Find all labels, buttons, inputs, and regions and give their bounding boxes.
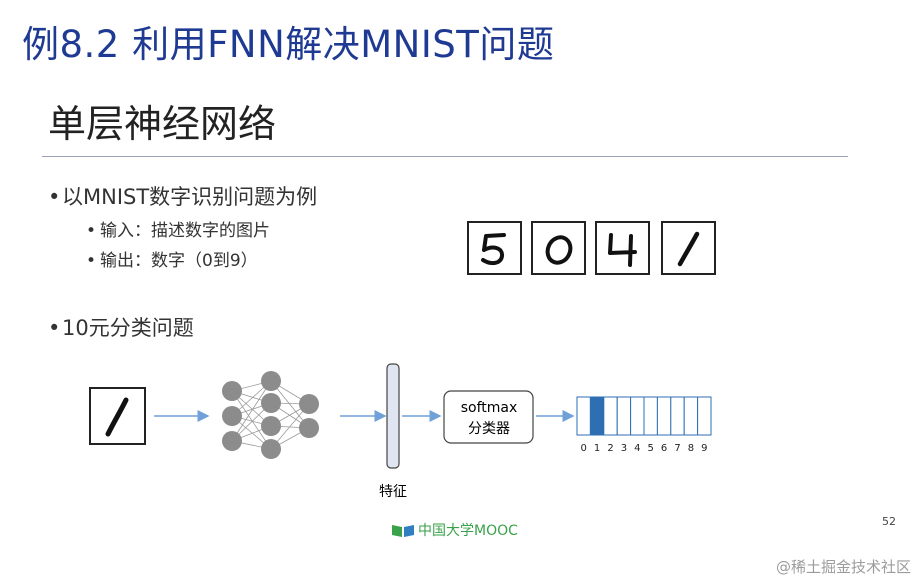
bullet-dot: • <box>86 251 97 271</box>
output-index-3: 3 <box>621 443 627 454</box>
feature-label: 特征 <box>379 484 407 500</box>
output-index-2: 2 <box>607 443 613 454</box>
slide-subtitle: 单层神经网络 <box>48 102 277 146</box>
mooc-logo-text: 中国大学MOOC <box>418 523 518 539</box>
output-index-5: 5 <box>648 443 654 454</box>
bullet-dot: • <box>48 316 61 340</box>
sub-bullet-input-text: 输入：描述数字的图片 <box>100 221 270 241</box>
digit-image-5 <box>467 221 522 275</box>
bullet-1-text: 以MNIST数字识别问题为例 <box>62 185 318 209</box>
watermark: @稀土掘金技术社区 <box>775 558 911 576</box>
bullet-dot: • <box>86 221 97 241</box>
output-cell-3 <box>616 396 632 436</box>
divider <box>42 156 848 157</box>
digit-image-0 <box>531 221 586 275</box>
output-index-8: 8 <box>688 443 694 454</box>
softmax-classifier-box <box>443 390 534 444</box>
output-cell-8 <box>683 396 699 436</box>
output-cell-1 <box>589 396 605 436</box>
bullet-2-text: 10元分类问题 <box>62 316 194 340</box>
bullet-1: •以MNIST数字识别问题为例 <box>48 181 317 211</box>
output-cell-4 <box>630 396 645 436</box>
bullet-dot: • <box>48 185 61 209</box>
output-cell-2 <box>603 396 618 436</box>
bullet-2: •10元分类问题 <box>48 312 194 342</box>
sub-bullet-input: •输入：描述数字的图片 <box>86 216 270 241</box>
output-index-1: 1 <box>594 443 600 454</box>
output-index-9: 9 <box>701 443 707 454</box>
digit-image-4 <box>595 221 650 275</box>
classifier-label-line2: 分类器 <box>468 421 510 437</box>
sub-bullet-output-text: 输出：数字（0到9） <box>100 251 258 271</box>
classifier-label-line1: softmax <box>461 400 518 416</box>
output-index-6: 6 <box>661 443 667 454</box>
output-cell-7 <box>670 396 685 436</box>
output-cell-6 <box>656 396 672 436</box>
input-digit-image <box>89 387 146 445</box>
slide-title: 例8.2 利用FNN解决MNIST问题 <box>22 23 555 66</box>
output-cell-5 <box>643 396 658 436</box>
output-index-7: 7 <box>674 443 680 454</box>
output-cell-9 <box>697 396 712 436</box>
sub-bullet-output: •输出：数字（0到9） <box>86 246 258 271</box>
feature-vector-bar <box>386 363 400 469</box>
mooc-logo: 中国大学MOOC <box>391 520 518 540</box>
mooc-book-icon <box>391 522 415 538</box>
digit-image-1 <box>661 221 716 275</box>
output-index-0: 0 <box>581 443 587 454</box>
page-number: 52 <box>882 515 896 528</box>
neural-network-icon <box>222 371 319 459</box>
output-index-4: 4 <box>634 443 640 454</box>
output-cell-0 <box>576 396 591 436</box>
